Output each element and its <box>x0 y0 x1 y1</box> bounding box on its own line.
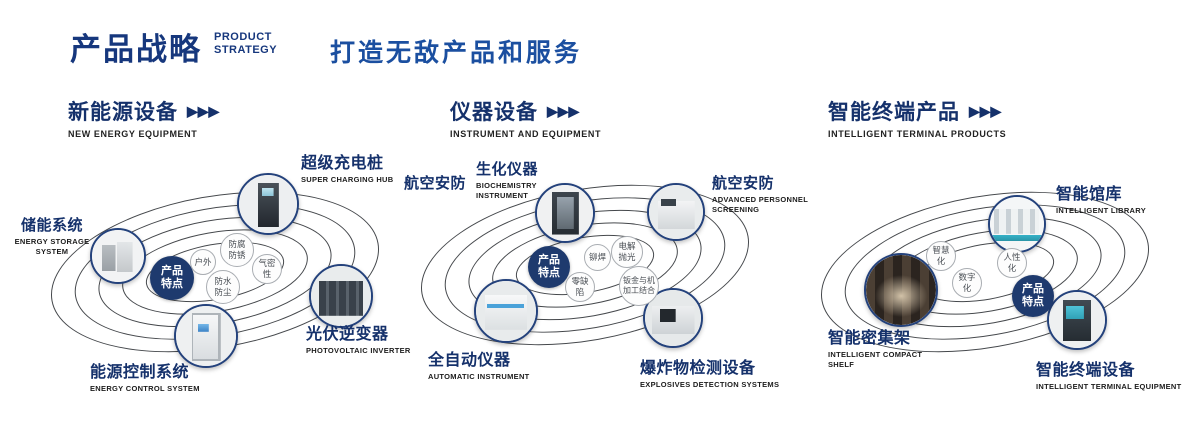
intelligent-library-image <box>990 197 1044 251</box>
automatic-instrument-label: 全自动仪器 AUTOMATIC INSTRUMENT <box>428 352 530 381</box>
chevrons-icon: ▶▶▶ <box>547 102 580 119</box>
compact-shelf-image <box>866 255 936 325</box>
section-terminal-header: 智能终端产品 ▶▶▶ INTELLIGENT TERMINAL PRODUCTS <box>828 96 1006 139</box>
terminal-equipment-node <box>1047 290 1107 350</box>
feature-badge: 产品特点 <box>1012 275 1054 317</box>
section-instrument-header: 仪器设备 ▶▶▶ INSTRUMENT AND EQUIPMENT <box>450 96 601 139</box>
feature-bubble: 人性化 <box>997 248 1027 278</box>
energy-storage-node <box>90 228 146 284</box>
pv-inverter-node <box>309 264 373 328</box>
biochemistry-image <box>537 185 593 241</box>
terminal-equipment-image <box>1049 292 1105 348</box>
personnel-screening-label: 航空安防 ADVANCED PERSONNEL SCREENING <box>712 175 808 214</box>
feature-bubble: 气密性 <box>252 254 282 284</box>
intelligent-library-node <box>988 195 1046 253</box>
biochemistry-node <box>535 183 595 243</box>
feature-bubble: 铆焊 <box>584 244 611 271</box>
feature-badge: 产品特点 <box>150 256 194 300</box>
chevrons-icon: ▶▶▶ <box>187 102 220 119</box>
section-terminal-subtitle: INTELLIGENT TERMINAL PRODUCTS <box>828 129 1007 139</box>
page-title-en-line2: STRATEGY <box>214 43 278 56</box>
section-instrument-title: 仪器设备 <box>450 101 538 124</box>
feature-bubble: 数字化 <box>952 268 982 298</box>
pv-inverter-image <box>311 266 371 326</box>
page-title-english: PRODUCT STRATEGY <box>214 31 277 56</box>
super-charging-node <box>237 173 299 235</box>
compact-shelf-label: 智能密集架 INTELLIGENT COMPACT SHELF <box>828 330 923 369</box>
section-energy-title: 新能源设备 <box>68 101 178 124</box>
explosives-detection-image <box>645 290 701 346</box>
intelligent-library-label: 智能馆库 INTELLIGENT LIBRARY <box>1056 186 1147 215</box>
pv-inverter-label: 光伏逆变器 PHOTOVOLTAIC INVERTER <box>306 326 411 355</box>
compact-shelf-node <box>864 253 938 327</box>
energy-control-node <box>174 304 238 368</box>
explosives-detection-node <box>643 288 703 348</box>
feature-bubble: 防水防尘 <box>206 270 240 304</box>
page-title-en-line1: PRODUCT <box>214 31 272 43</box>
section-instrument-subtitle: INSTRUMENT AND EQUIPMENT <box>450 129 602 139</box>
feature-badge: 产品特点 <box>528 246 570 288</box>
feature-bubble: 智慧化 <box>926 241 956 271</box>
section-terminal-title: 智能终端产品 <box>828 101 960 124</box>
section-energy-header: 新能源设备 ▶▶▶ NEW ENERGY EQUIPMENT <box>68 96 219 139</box>
page-title: 产品战略 <box>70 32 202 67</box>
brand-header: 产品战略 PRODUCT STRATEGY <box>70 24 277 69</box>
automatic-instrument-node <box>474 279 538 343</box>
energy-control-image <box>176 306 236 366</box>
aviation-security-extra-label: 航空安防 <box>404 175 467 192</box>
energy-storage-label: 储能系统 ENERGY STORAGE SYSTEM <box>14 217 90 256</box>
feature-bubble: 防腐防锈 <box>220 233 254 267</box>
section-energy-subtitle: NEW ENERGY EQUIPMENT <box>68 129 198 139</box>
energy-storage-image <box>92 230 144 282</box>
feature-bubble: 零缺陷 <box>565 272 595 302</box>
explosives-detection-label: 爆炸物检测设备 EXPLOSIVES DETECTION SYSTEMS <box>640 360 780 389</box>
feature-bubble: 电解抛光 <box>611 236 643 268</box>
tagline: 打造无敌产品和服务 <box>330 39 583 67</box>
automatic-instrument-image <box>476 281 536 341</box>
terminal-equipment-label: 智能终端设备 INTELLIGENT TERMINAL EQUIPMENT <box>1036 362 1182 391</box>
super-charging-label: 超级充电桩 SUPER CHARGING HUB <box>301 155 394 184</box>
feature-bubble: 钣金与机加工结合 <box>619 266 659 306</box>
chevrons-icon: ▶▶▶ <box>969 102 1002 119</box>
energy-control-label: 能源控制系统 ENERGY CONTROL SYSTEM <box>90 364 200 393</box>
biochemistry-label: 生化仪器 BIOCHEMISTRY INSTRUMENT <box>476 161 539 200</box>
personnel-screening-node <box>647 183 705 241</box>
personnel-screening-image <box>649 185 703 239</box>
super-charging-image <box>239 175 297 233</box>
feature-bubble: 户外 <box>190 249 216 275</box>
